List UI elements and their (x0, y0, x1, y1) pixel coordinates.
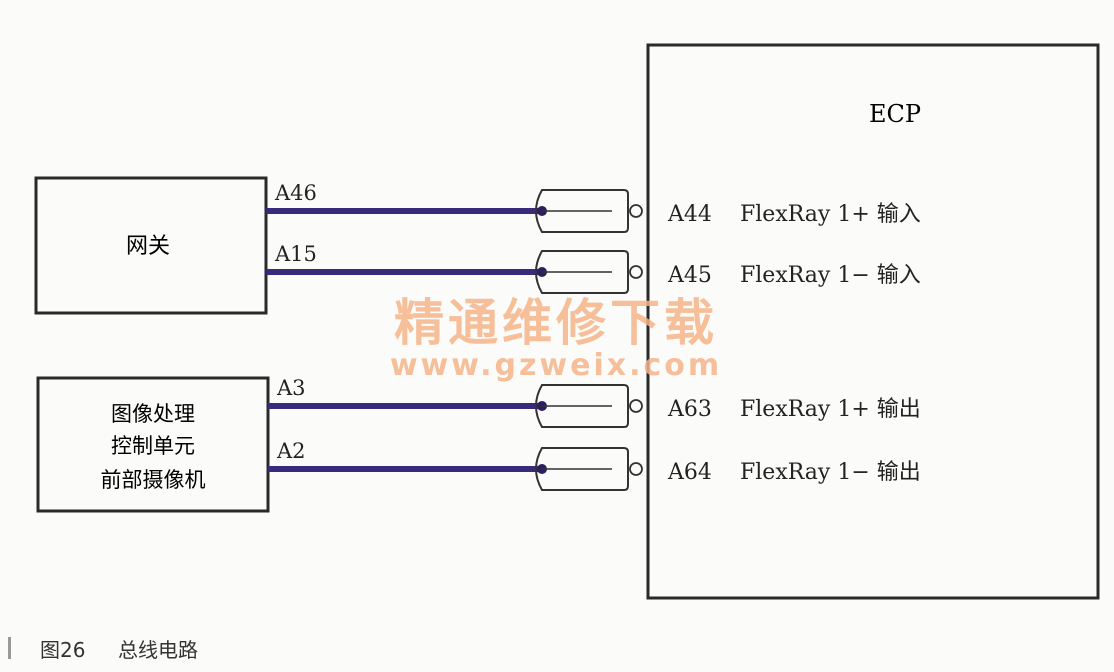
signal-label: FlexRay 1+ 输入 (740, 202, 921, 227)
connector-housing (535, 189, 629, 233)
signal-label: FlexRay 1− 输出 (740, 460, 921, 485)
signal-label: FlexRay 1− 输入 (740, 263, 921, 288)
watermark-title: 精通维修下载 (394, 294, 718, 352)
connector-notch-icon (629, 204, 643, 218)
ecp-label: ECP (869, 100, 921, 128)
caption-marker (8, 637, 11, 659)
watermark-url: www.gzweix.com (390, 348, 722, 383)
camera-label-line-3: 前部摄像机 (101, 468, 206, 492)
destination-pin-label: A45 (667, 263, 712, 288)
gateway-box (34, 176, 268, 315)
source-pin-label: A46 (274, 181, 317, 205)
connector-housing (535, 384, 629, 428)
caption-title: 总线电路 (118, 638, 198, 662)
camera-unit-box (36, 376, 270, 513)
source-pin-label: A15 (274, 242, 317, 266)
connector-housing (535, 447, 629, 491)
destination-pin-label: A64 (667, 460, 712, 485)
connector-notch-icon (629, 399, 643, 413)
connector-housing (535, 250, 629, 294)
camera-label-line-1: 图像处理 (111, 402, 195, 426)
connector-notch-icon (629, 462, 643, 476)
signal-label: FlexRay 1+ 输出 (740, 397, 921, 422)
caption-figure-number: 图26 (40, 638, 85, 662)
gateway-label: 网关 (126, 234, 170, 259)
destination-pin-label: A63 (667, 397, 712, 422)
ecp-module-box (646, 43, 1100, 600)
connector-notch-icon (629, 265, 643, 279)
source-pin-label: A3 (276, 376, 306, 400)
destination-pin-label: A44 (667, 202, 712, 227)
source-pin-label: A2 (276, 439, 306, 463)
camera-label-line-2: 控制单元 (111, 434, 195, 458)
